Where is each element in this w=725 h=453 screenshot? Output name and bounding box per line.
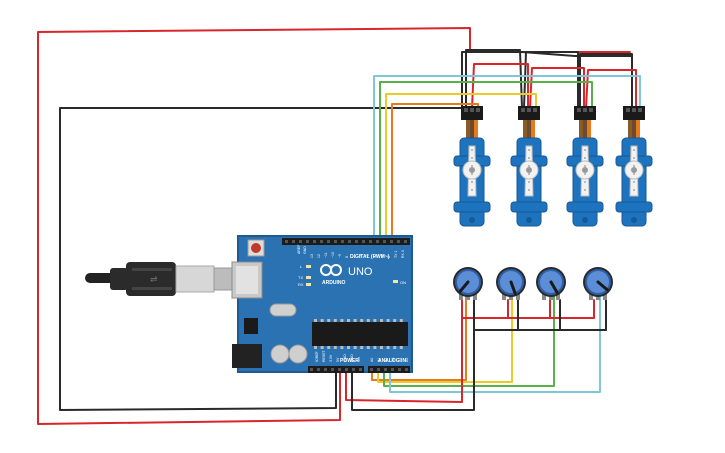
servo-group <box>453 106 653 227</box>
knob-indicator <box>509 280 517 295</box>
analog-header[interactable] <box>368 366 410 373</box>
green-signal-wire[interactable] <box>379 81 593 241</box>
digital-pin-label: ~3 <box>380 254 384 258</box>
dc-jack <box>232 344 262 368</box>
servo-vcc-bus-2[interactable] <box>529 67 585 109</box>
digital-pin-label: ~6 <box>359 254 363 258</box>
analog-pin-label: A2 <box>384 358 388 362</box>
power-header[interactable] <box>308 366 364 373</box>
servo-3[interactable] <box>566 106 604 227</box>
digital-pin-label: TX 1 <box>394 251 398 258</box>
logo-text: ARDUINO <box>322 280 345 286</box>
knob-indicator <box>458 280 470 293</box>
analog-header-label: ANALOG IN <box>378 358 406 364</box>
servo-gnd-bus-1[interactable] <box>465 49 523 109</box>
model-text: UNO <box>348 266 373 278</box>
digital-header-label: DIGITAL (PWM~) <box>350 254 390 260</box>
digital-pin-label: ~5 <box>366 254 370 258</box>
power-pin-label: GND <box>343 354 347 362</box>
power-pin-label: 3.3V <box>329 354 333 362</box>
pot-3[interactable] <box>536 267 566 300</box>
analog-wires <box>371 289 601 393</box>
power-pin-label: GND <box>350 354 354 362</box>
pot-gnd-3[interactable] <box>559 299 607 331</box>
on-led-label: ON <box>400 280 406 285</box>
pot-vcc-2[interactable] <box>507 299 551 319</box>
servo-vcc-bus-3[interactable] <box>585 69 637 109</box>
digital-pin-label: RX 0 <box>401 250 405 258</box>
servo-gnd-bus-2[interactable] <box>523 51 579 109</box>
pot-1[interactable] <box>453 267 483 300</box>
tx-led-label: TX <box>298 275 303 280</box>
gnd-label: GND <box>303 246 307 254</box>
pot-2[interactable] <box>496 267 526 300</box>
digital-pin-label: 12 <box>317 254 321 258</box>
potentiometer-group <box>453 267 613 300</box>
digital-pin-label: 7 <box>352 256 356 258</box>
digital-pin-label: ~10 <box>331 252 335 258</box>
arduino-logo-icon <box>320 264 342 276</box>
power-pin-label: 5V <box>336 357 340 362</box>
cyan-analog-wire[interactable] <box>389 295 601 393</box>
pot-vcc-main[interactable] <box>345 299 463 403</box>
pot-4[interactable] <box>583 267 613 300</box>
pot-power-wires <box>345 299 607 411</box>
power-pin-label: RESET <box>322 349 326 362</box>
usb-cable[interactable]: ⇌ <box>85 262 239 296</box>
digital-pin-label: 8 <box>345 256 349 258</box>
analog-pin-label: A4 <box>398 358 402 362</box>
yellow-analog-wire[interactable] <box>377 295 513 383</box>
digital-pin-label: ~11 <box>324 252 328 258</box>
regulator-chip <box>244 318 258 334</box>
rx-led-label: RX <box>298 282 304 287</box>
capacitor-1 <box>270 344 290 364</box>
pot-vcc-1[interactable] <box>461 299 509 319</box>
digital-pin-label: 13 <box>310 254 314 258</box>
cyan-signal-wire[interactable] <box>373 75 641 241</box>
orange-analog-wire[interactable] <box>371 289 467 381</box>
capacitor-2 <box>288 344 308 364</box>
l-led-label: L <box>300 264 303 269</box>
green-analog-wire[interactable] <box>383 295 555 387</box>
analog-pin-label: A1 <box>377 358 381 362</box>
power-pin-label: IOREF <box>315 351 319 362</box>
digital-pin-label: 2 <box>387 256 391 258</box>
aref-label: AREF <box>297 245 301 254</box>
yellow-signal-wire[interactable] <box>385 93 537 241</box>
arduino-board[interactable]: ARDUINO UNO DIGITAL (PWM~) POWER ANALOG … <box>231 235 413 373</box>
atmega-chip <box>312 322 408 346</box>
pot-vcc-3[interactable] <box>549 299 595 319</box>
analog-pin-label: A5 <box>405 358 409 362</box>
digital-pin-label: 4 <box>373 256 377 258</box>
on-led <box>393 280 398 283</box>
servo-vcc-bus-1[interactable] <box>471 63 529 109</box>
knob-indicator <box>549 280 559 294</box>
digital-header[interactable] <box>282 238 410 245</box>
crystal <box>269 303 297 317</box>
analog-pin-label: A3 <box>391 358 395 362</box>
servo-2[interactable] <box>510 106 548 227</box>
svg-text:⇌: ⇌ <box>150 275 158 285</box>
analog-pin-label: A0 <box>370 358 374 362</box>
power-header-label: POWER <box>340 358 359 364</box>
pot-gnd-main[interactable] <box>351 299 475 411</box>
servo-1[interactable] <box>453 106 491 227</box>
digital-pin-label: ~9 <box>338 254 342 258</box>
power-pin-label: Vin <box>357 357 361 362</box>
servo-4[interactable] <box>615 106 653 227</box>
knob-indicator <box>596 280 609 292</box>
servo-bus-wires <box>465 49 637 109</box>
